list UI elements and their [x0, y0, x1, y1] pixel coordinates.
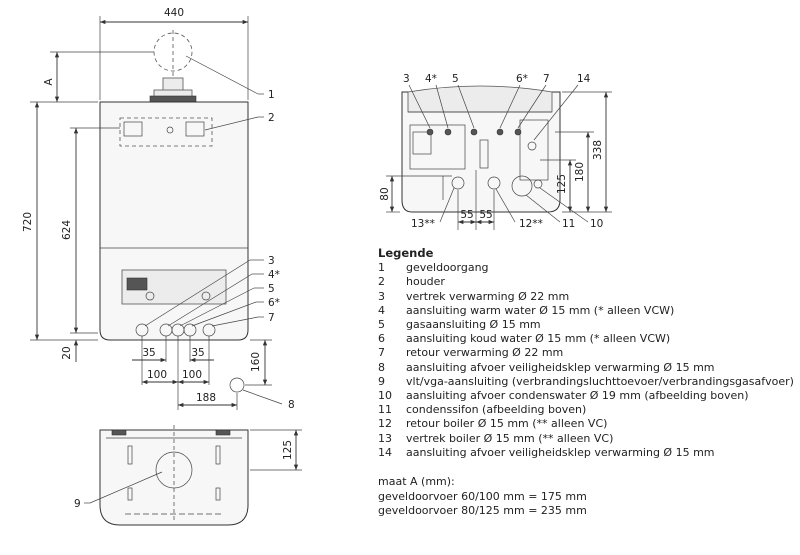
legend-item-text: retour boiler Ø 15 mm (** alleen VC) — [406, 417, 608, 431]
condensate-drain — [533, 179, 543, 189]
legend-item-number: 3 — [378, 289, 385, 303]
maat-line-2: geveldoorvoer 80/125 mm = 235 mm — [378, 504, 587, 517]
side-callout-14: 14 — [577, 73, 591, 85]
legend-item-text: geveldoorgang — [406, 261, 489, 275]
height-125-label: 125 — [556, 174, 568, 194]
height-180-label: 180 — [574, 162, 586, 182]
side-callout-12: 12** — [519, 218, 543, 230]
boiler-flow — [451, 176, 465, 190]
legend-item-text: retour verwarming Ø 22 mm — [406, 346, 564, 360]
side-callout-6: 6* — [516, 73, 528, 85]
legend-item: 8 aansluiting afvoer veiligheidsklep verw… — [378, 361, 788, 375]
boiler-return — [487, 176, 501, 190]
spacing-35-right-label: 35 — [191, 347, 204, 359]
height-624-label: 624 — [61, 220, 73, 240]
side-callout-10: 10 — [590, 218, 603, 230]
side-casing — [401, 91, 561, 213]
maat-title: maat A (mm): — [378, 475, 455, 488]
side-view: 3 4* 5 6* 7 14 338 180 125 80 — [379, 73, 612, 230]
legend-item: 6 aansluiting koud water Ø 15 mm (* allee… — [378, 332, 788, 346]
maat-line-1: geveldoorvoer 60/100 mm = 175 mm — [378, 489, 587, 503]
bottom-view: 125 9 — [74, 425, 302, 526]
legend-list: 1 geveldoorgang 2 houder 3 vertrek verwarming… — [378, 261, 794, 460]
side-callout-4: 4* — [425, 73, 437, 85]
callout-8: 8 — [288, 399, 295, 411]
callout-6: 6* — [268, 297, 280, 309]
legend-item-number: 10 — [378, 389, 392, 403]
height-80-label: 80 — [379, 187, 391, 200]
height-720-label: 720 — [22, 212, 34, 232]
legend-item-text: vertrek boiler Ø 15 mm (** alleen VC) — [406, 431, 614, 445]
condensate-siphon — [511, 175, 533, 197]
legend-item-text: condenssifon (afbeelding boven) — [406, 403, 587, 417]
legend-item: 1 geveldoorgang — [378, 261, 788, 275]
bottom-20-label: 20 — [61, 346, 73, 359]
legend-item-text: aansluiting warm water Ø 15 mm (* alleen… — [406, 303, 675, 317]
spacing-55-left-label: 55 — [460, 209, 473, 221]
legend: Legende 1 geveldoorgang 2 houder 3 vertrek ve… — [378, 246, 794, 460]
legend-item-text: aansluiting afvoer condenswater Ø 19 mm … — [406, 389, 749, 403]
legend-item-text: aansluiting koud water Ø 15 mm (* alleen… — [406, 332, 671, 346]
width-440-label: 440 — [164, 7, 184, 19]
legend-item-number: 14 — [378, 445, 392, 459]
connection-8 — [229, 377, 245, 393]
legend-item-number: 13 — [378, 431, 392, 445]
legend-item-number: 8 — [378, 360, 385, 374]
legend-item: 12 retour boiler Ø 15 mm (** alleen VC) — [378, 417, 788, 431]
legend-item: 4 aansluiting warm water Ø 15 mm (* allee… — [378, 304, 788, 318]
flue-a-label: A — [43, 78, 55, 86]
legend-item-number: 2 — [378, 275, 385, 289]
callout-3: 3 — [268, 255, 275, 267]
legend-item-number: 11 — [378, 403, 392, 417]
side-callout-7: 7 — [543, 73, 550, 85]
spacing-35-left-label: 35 — [142, 347, 155, 359]
legend-item-number: 1 — [378, 261, 385, 275]
maat-a-note: maat A (mm): geveldoorvoer 60/100 mm = 1… — [378, 475, 587, 519]
spacing-188-label: 188 — [196, 392, 216, 404]
legend-item: 13 vertrek boiler Ø 15 mm (** alleen VC) — [378, 432, 788, 446]
callout-4: 4* — [268, 269, 280, 281]
legend-item: 5 gasaansluiting Ø 15 mm — [378, 318, 788, 332]
callout-5: 5 — [268, 283, 275, 295]
legend-item-number: 9 — [378, 374, 385, 388]
legend-item-text: houder — [406, 275, 445, 289]
legend-item-text: aansluiting afvoer veiligheidsklep verwa… — [406, 360, 715, 374]
depth-125-label: 125 — [282, 440, 294, 460]
legend-item-number: 6 — [378, 332, 385, 346]
height-160-label: 160 — [250, 352, 262, 372]
height-338-label: 338 — [592, 140, 604, 160]
legend-item-text: aansluiting afvoer veiligheidsklep verwa… — [406, 445, 715, 459]
spacing-55-right-label: 55 — [479, 209, 492, 221]
legend-title: Legende — [378, 246, 434, 260]
legend-item-text: vlt/vga-aansluiting (verbrandingsluchtto… — [406, 374, 794, 388]
callout-9: 9 — [74, 498, 81, 510]
side-callout-3: 3 — [403, 73, 410, 85]
legend-item: 11 condenssifon (afbeelding boven) — [378, 403, 788, 417]
legend-item: 7 retour verwarming Ø 22 mm — [378, 346, 788, 360]
side-callout-11: 11 — [562, 218, 575, 230]
legend-item-text: vertrek verwarming Ø 22 mm — [406, 289, 570, 303]
legend-item: 9 vlt/vga-aansluiting (verbrandingsluchtt… — [378, 374, 794, 389]
front-view: 440 A 720 624 20 35 35 100 100 — [22, 7, 295, 411]
legend-item: 3 vertrek verwarming Ø 22 mm — [378, 290, 788, 304]
legend-item: 2 houder — [378, 275, 788, 289]
legend-item: 14 aansluiting afvoer veiligheidsklep ver… — [378, 446, 788, 460]
spacing-100-right-label: 100 — [182, 369, 202, 381]
callout-1: 1 — [268, 89, 275, 101]
spacing-100-left-label: 100 — [147, 369, 167, 381]
side-callout-13: 13** — [411, 218, 435, 230]
legend-item-text: gasaansluiting Ø 15 mm — [406, 318, 541, 332]
legend-item-number: 7 — [378, 346, 385, 360]
callout-2: 2 — [268, 112, 275, 124]
legend-item-number: 12 — [378, 417, 392, 431]
legend-item-number: 5 — [378, 318, 385, 332]
legend-item: 10 aansluiting afvoer condenswater Ø 19 m… — [378, 389, 788, 403]
legend-item-number: 4 — [378, 303, 385, 317]
side-callout-5: 5 — [452, 73, 459, 85]
callout-7: 7 — [268, 312, 275, 324]
